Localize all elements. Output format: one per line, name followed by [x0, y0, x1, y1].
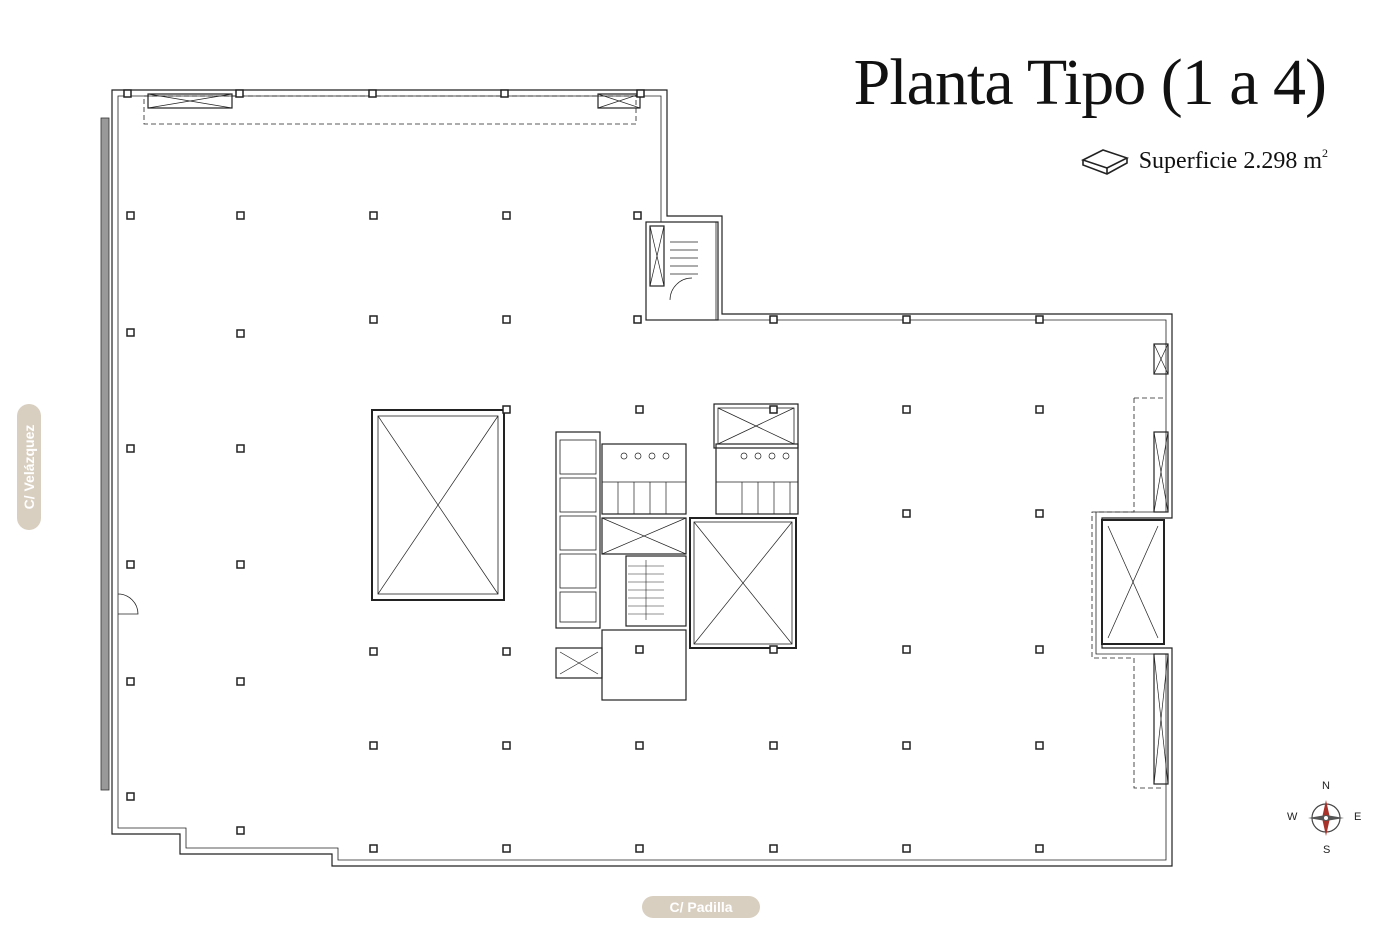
street-label-bottom: C/ Padilla: [642, 896, 760, 918]
compass-south: S: [1323, 844, 1331, 856]
top-shaft-right: [597, 93, 641, 109]
facade-curtain-wall: [100, 117, 110, 791]
area-info: Superficie 2.298 m2: [1080, 145, 1328, 176]
street-label-left: C/ Velázquez: [17, 404, 41, 530]
plan-title: Planta Tipo (1 a 4): [853, 46, 1327, 119]
core-lift-box-bottom: [555, 647, 603, 679]
right-shaft-2: [1153, 431, 1169, 513]
core-outer: [555, 431, 601, 629]
compass-rose: N S E W: [1284, 778, 1368, 862]
compass-icon: [1308, 800, 1344, 836]
core-toilets-right: [715, 443, 799, 515]
right-void: [1101, 519, 1165, 645]
left-entrance-door: [117, 593, 139, 615]
core-shaft-small: [601, 517, 687, 555]
right-shaft-1: [1153, 343, 1169, 375]
atrium-void-right: [689, 517, 797, 649]
core-lift-box-top: [713, 403, 799, 449]
core-toilets-left: [601, 443, 687, 515]
core-storage-cells: [559, 439, 597, 623]
structural-columns: [123, 89, 1044, 853]
floor-area-icon: [1080, 149, 1129, 175]
right-dashed-projection: [1091, 397, 1164, 789]
top-shaft-left: [147, 93, 233, 109]
compass-west: W: [1287, 811, 1298, 823]
compass-north: N: [1322, 780, 1330, 792]
right-shaft-3: [1153, 653, 1169, 785]
building-outline: [111, 89, 1173, 867]
area-label: Superficie 2.298 m2: [1138, 145, 1328, 174]
area-unit-exponent: 2: [1322, 145, 1328, 160]
compass-east: E: [1354, 811, 1362, 823]
atrium-void-left: [371, 409, 505, 601]
upper-stair-tower: [645, 221, 719, 321]
core-lobby: [601, 629, 687, 701]
core-stair: [625, 555, 687, 627]
top-canopy-dashed: [143, 95, 637, 125]
